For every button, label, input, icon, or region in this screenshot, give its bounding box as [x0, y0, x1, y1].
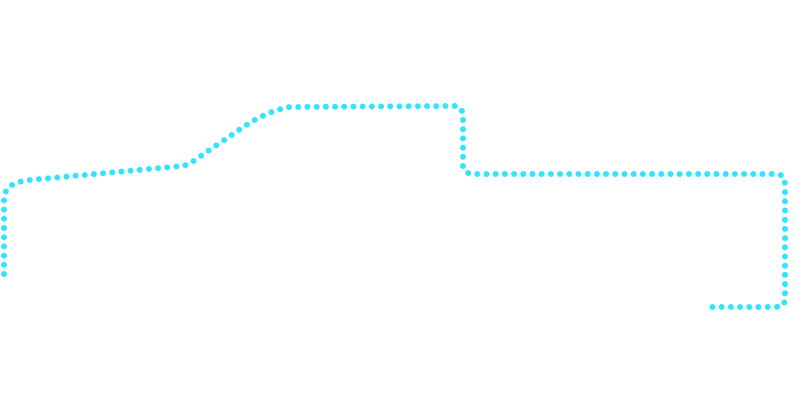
truck-dotted-outline: [1, 102, 788, 310]
